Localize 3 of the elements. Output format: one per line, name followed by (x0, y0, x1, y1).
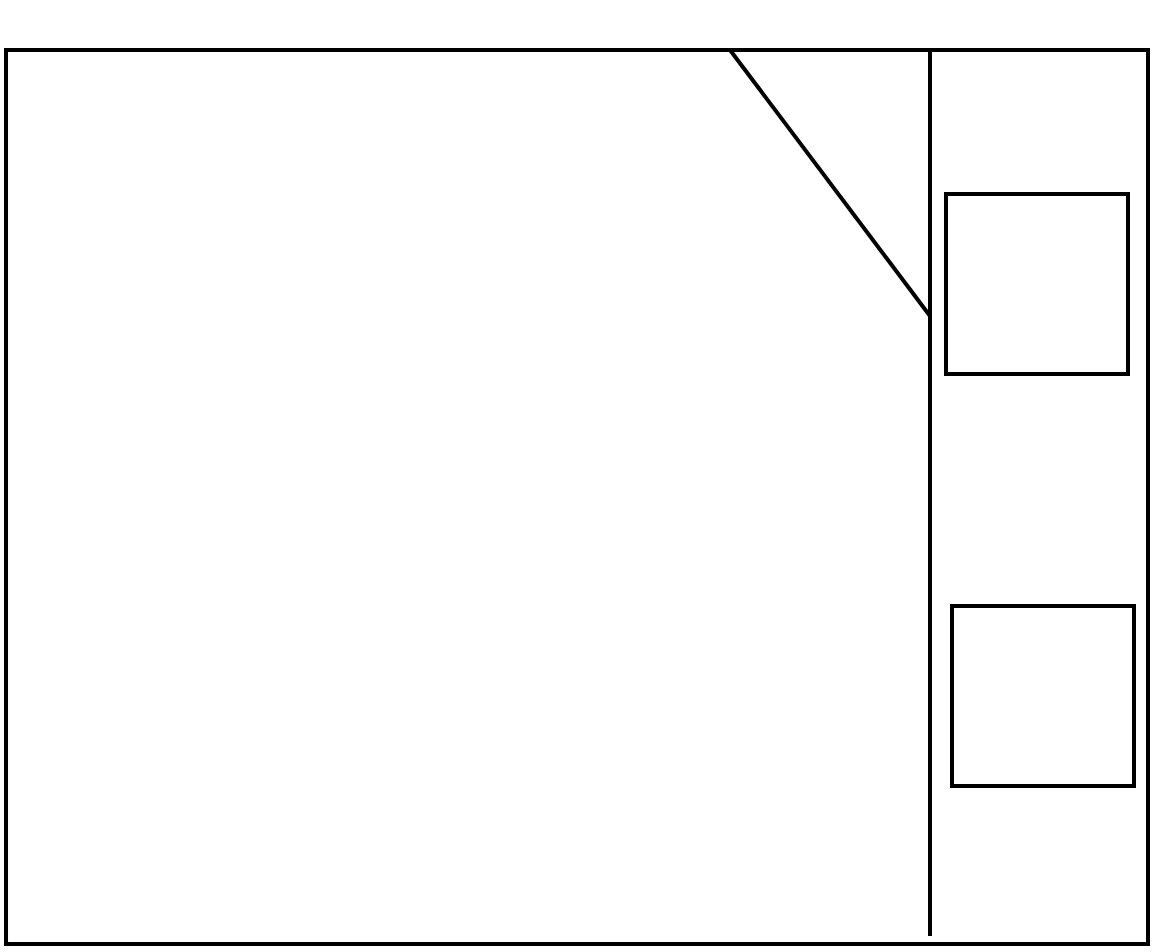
window-box (950, 603, 1136, 788)
room-outline (4, 48, 1150, 946)
window-box (944, 192, 1130, 376)
